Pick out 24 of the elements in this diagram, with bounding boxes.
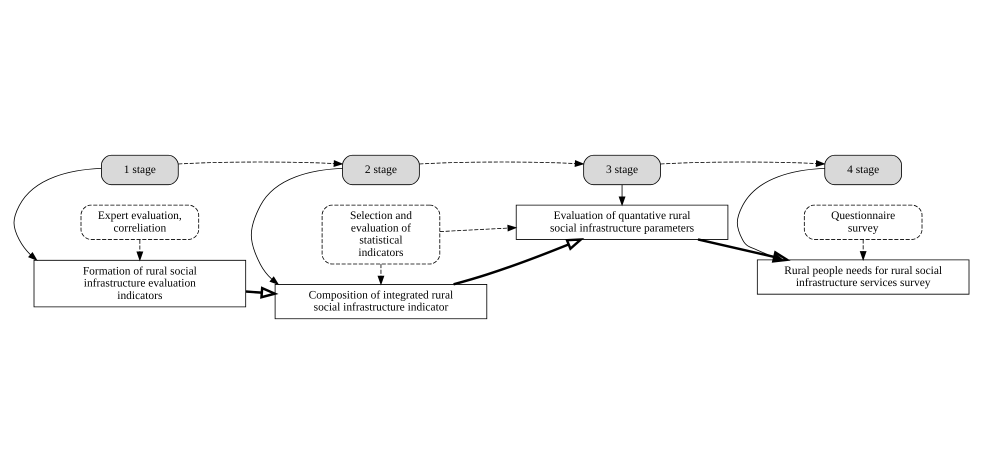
arrow (14, 168, 102, 261)
node-box: 2 stage (342, 154, 420, 186)
node-box: 3 stage (583, 154, 661, 186)
arrow (419, 160, 585, 167)
arrow (660, 160, 826, 167)
arrow (136, 239, 144, 262)
node-box: Evaluation of quantative rural social infrastructure parameters (516, 204, 728, 240)
node-box: Formation of rural social infrastructure evaluation indicators (34, 260, 246, 308)
arrow (250, 168, 343, 286)
arrow (860, 239, 867, 261)
arrow (246, 286, 279, 299)
arrow (440, 224, 518, 232)
arrow (178, 160, 344, 167)
node-box: Rural people needs for rural social infrastructure services survey (756, 259, 970, 295)
node-box: 4 stage (824, 154, 902, 186)
node-box: 1 stage (101, 154, 179, 186)
arrow (453, 238, 584, 286)
node-box: Composition of integrated rural social infrastructure indicator (274, 284, 488, 320)
node-box: Expert evaluation, correliation (80, 204, 200, 240)
node-box: Selection and evaluation of statistical indicators (322, 204, 440, 264)
arrow (698, 238, 791, 263)
arrow (378, 264, 384, 286)
arrow (618, 184, 626, 206)
node-box: Questionnaire survey (804, 204, 922, 240)
